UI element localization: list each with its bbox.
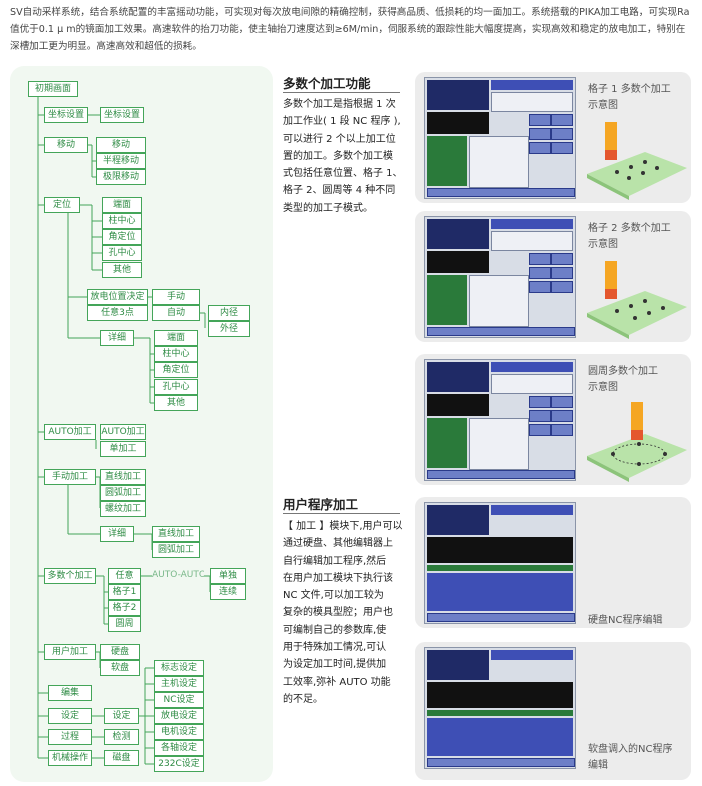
menu-move-sub: 半程移动 (96, 153, 146, 169)
menu-multi-proc: 多数个加工 (44, 568, 96, 584)
cnc-screen-screenshot (424, 359, 576, 481)
menu-move: 移动 (44, 137, 88, 153)
menu-process: 过程 (48, 729, 92, 745)
panel-grid2: 格子 2 多数个加工 示意图 (415, 211, 691, 342)
menu-manual-proc: 手动加工 (44, 469, 96, 485)
menu-manual-proc-sub: 圆弧加工 (100, 485, 146, 501)
cnc-screen-screenshot (424, 647, 576, 769)
menu-auto-proc-sub: 单加工 (100, 441, 146, 457)
intro-paragraph: SV自动采样系统，结合系统配置的丰富摇动功能，可实现对每次放电间隙的精确控制，获… (10, 7, 690, 52)
section-title-multi: 多数个加工功能 (283, 76, 371, 91)
menu-setting: 设定 (48, 708, 92, 724)
menu-process-sub: 检测 (104, 729, 139, 745)
menu-detail-sub: 直线加工 (152, 526, 200, 542)
menu-settings-item: 主机设定 (154, 676, 204, 692)
menu-detail: 详细 (100, 526, 134, 542)
menu-locate-sub: 其他 (102, 262, 142, 278)
cnc-screen-screenshot (424, 77, 576, 199)
menu-move-sub: 极限移动 (96, 169, 146, 185)
menu-coord: 坐标设置 (44, 107, 88, 123)
menu-settings-item: NC设定 (154, 692, 204, 708)
panel-caption: 圆周多数个加工 示意图 (588, 366, 658, 393)
menu-coord-sub: 坐标设置 (100, 107, 144, 123)
menu-settings-item: 电机设定 (154, 724, 204, 740)
section-title-user: 用户程序加工 (283, 497, 359, 512)
menu-machine: 机械操作 (48, 750, 92, 766)
menu-continuous: 连续 (210, 584, 246, 600)
panel-caption: 硬盘NC程序编辑 (588, 615, 663, 626)
circle-illustration (587, 402, 687, 482)
menu-locate-sub: 角定位 (102, 229, 142, 245)
menu-discharge-auto: 自动 (152, 305, 200, 321)
menu-auto-proc: AUTO加工 (44, 424, 96, 440)
grid1-illustration (587, 122, 687, 200)
menu-detail-sub: 其他 (154, 395, 198, 411)
menu-user-sub: 硬盘 (100, 644, 140, 660)
menu-detail-sub: 孔中心 (154, 379, 198, 395)
menu-settings-item: 标志设定 (154, 660, 204, 676)
menu-root: 初期画面 (28, 81, 78, 97)
menu-detail: 详细 (100, 330, 134, 346)
menu-edit: 编集 (48, 685, 92, 701)
menu-multi-sub: 圆周 (108, 616, 141, 632)
cnc-screen-screenshot (424, 502, 576, 624)
grid2-illustration (587, 261, 687, 339)
menu-detail-sub: 柱中心 (154, 346, 198, 362)
section-body-multi: 多数个加工是指根据 1 次 加工作业( 1 段 NC 程序 ), 可以进行 2 … (283, 99, 403, 214)
menu-machine-sub: 磁盘 (104, 750, 139, 766)
section-rule (283, 92, 400, 93)
section-body-user: 【 加工 】模块下,用户可以 通过硬盘、其他编辑器上 自行编辑加工程序,然后 在… (283, 521, 403, 705)
menu-locate-sub: 端面 (102, 197, 142, 213)
menu-settings-item: 各轴设定 (154, 740, 204, 756)
cnc-screen-screenshot (424, 216, 576, 338)
menu-discharge-inner: 内径 (208, 305, 250, 321)
section-rule (283, 513, 400, 514)
panel-caption: 格子 2 多数个加工 示意图 (588, 223, 671, 250)
menu-settings-item: 放电设定 (154, 708, 204, 724)
menu-discharge-outer: 外径 (208, 321, 250, 337)
menu-detail-sub: 圆弧加工 (152, 542, 200, 558)
menu-discharge: 放电位置决定 (87, 289, 148, 305)
menu-user-proc: 用户加工 (44, 644, 96, 660)
menu-discharge-any: 任意3点 (87, 305, 148, 321)
menu-multi-sub: 任意 (108, 568, 141, 584)
menu-detail-sub: 角定位 (154, 362, 198, 378)
menu-locate-sub: 柱中心 (102, 213, 142, 229)
menu-detail-sub: 端面 (154, 330, 198, 346)
menu-manual-proc-sub: 螺纹加工 (100, 501, 146, 517)
menu-multi-sub: 格子1 (108, 584, 141, 600)
menu-multi-sub: 格子2 (108, 600, 141, 616)
panel-hdd-edit: 硬盘NC程序编辑 (415, 497, 691, 628)
panel-circle: 圆周多数个加工 示意图 (415, 354, 691, 485)
menu-move-sub: 移动 (96, 137, 146, 153)
panel-grid1: 格子 1 多数个加工 示意图 (415, 72, 691, 203)
menu-locate-sub: 孔中心 (102, 245, 142, 261)
menu-discharge-manual: 手动 (152, 289, 200, 305)
menu-single: 单独 (210, 568, 246, 584)
panel-caption: 格子 1 多数个加工 示意图 (588, 84, 671, 111)
menu-locate: 定位 (44, 197, 80, 213)
menu-setting-sub: 设定 (104, 708, 139, 724)
panel-caption: 软盘调入的NC程序 编辑 (588, 744, 673, 771)
menu-user-sub: 软盘 (100, 660, 140, 676)
menu-settings-item: 232C设定 (154, 756, 204, 772)
menu-auto-proc-sub: AUTO加工 (100, 424, 146, 440)
menu-auto-auto: AUTO-AUTO (152, 570, 204, 580)
menu-manual-proc-sub: 直线加工 (100, 469, 146, 485)
panel-fdd-edit: 软盘调入的NC程序 编辑 (415, 642, 691, 780)
